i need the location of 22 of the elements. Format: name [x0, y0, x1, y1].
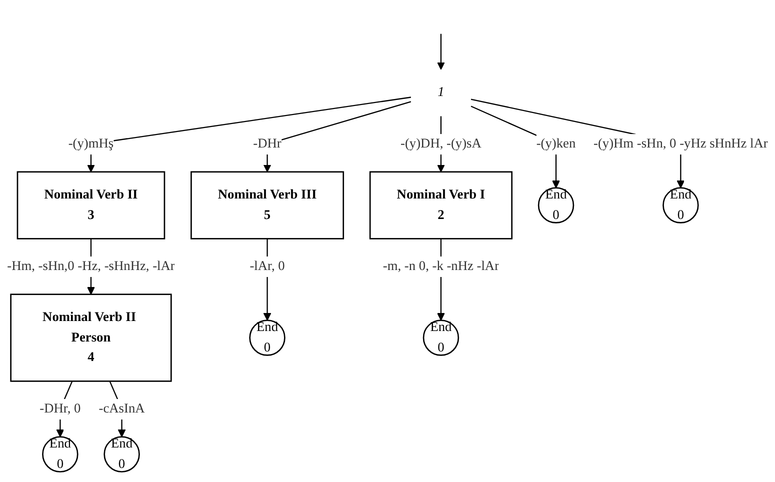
node-circle: End 0 — [249, 320, 286, 356]
edge-label: -(y)DH, -(y)sA — [400, 136, 482, 152]
edge-label: -lAr, 0 — [250, 259, 285, 274]
node-box: Nominal Verb II 3 — [16, 171, 166, 240]
edge-label: -m, -n 0, -k -nHz -lAr — [382, 259, 500, 274]
node-text: 1 — [438, 86, 444, 100]
node-circle: End 0 — [538, 187, 574, 224]
edge-label: -(y)Hm -sHn, 0 -yHz sHnHz lAr — [593, 136, 768, 152]
node-circle: End 0 — [662, 187, 699, 224]
edge-label: -Hm, -sHn,0 -Hz, -sHnHz, -lAr — [7, 259, 175, 274]
edge-label: -DHr — [253, 136, 282, 152]
edge-label: -DHr, 0 — [40, 402, 81, 416]
node-circle: End 0 — [104, 436, 140, 473]
node-box: Nominal Verb II Person 4 — [10, 294, 172, 382]
node-box: Nominal Verb III 5 — [190, 171, 344, 240]
edge-label: -(y)mHş — [68, 136, 114, 152]
node-box: Nominal Verb I 2 — [369, 171, 513, 240]
edge-label: -(y)ken — [536, 136, 576, 152]
arrow — [437, 34, 445, 70]
node-circle: End 0 — [42, 436, 78, 473]
node-circle: End 0 — [422, 320, 460, 356]
edge-label: -cAsInA — [98, 402, 145, 416]
